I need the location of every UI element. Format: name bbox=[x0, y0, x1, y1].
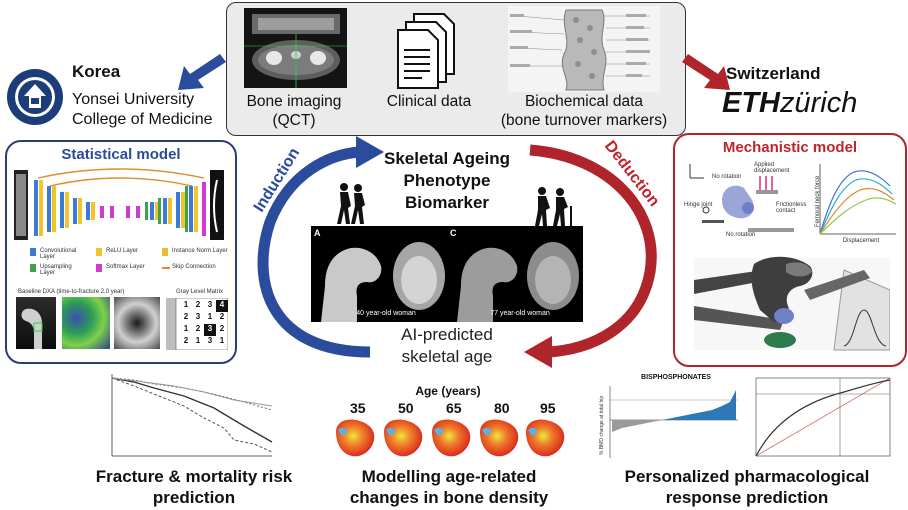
korea-label: Korea bbox=[72, 62, 121, 81]
yonsei-seal-logo bbox=[6, 68, 64, 126]
age-femur-heatmaps: 35 50 65 80 95 bbox=[332, 400, 568, 462]
mechanistic-model-title: Mechanistic model bbox=[722, 139, 858, 156]
bone-imaging-label: Bone imaging (QCT) bbox=[246, 93, 342, 129]
clinical-data-label: Clinical data bbox=[386, 93, 472, 110]
bisphosphonates-chart: BISPHOSPHONATES % BMD change at total hi… bbox=[592, 372, 740, 462]
dose-response-plot bbox=[744, 372, 894, 462]
yonsei-institution: Yonsei University College of Medicine bbox=[72, 91, 213, 128]
walking-couple-icon bbox=[330, 182, 372, 226]
red-down-right-arrow bbox=[682, 50, 736, 94]
clinical-documents-icon bbox=[392, 10, 468, 90]
pharmacological-response-caption: Personalized pharmacological response pr… bbox=[624, 467, 870, 507]
ai-predicted-age-label: AI-predicted skeletal age bbox=[401, 325, 493, 366]
age-title: Age (years) bbox=[415, 384, 481, 398]
fall-test-rig-illustration bbox=[694, 250, 891, 356]
boundary-conditions-diagram: Applied displacement No rotation Hinge j… bbox=[684, 162, 807, 238]
force-displacement-chart: Displacement Femoral neck force bbox=[810, 160, 898, 246]
biochemical-data-label: Biochemical data (bone turnover markers) bbox=[500, 93, 668, 129]
unet-legend: Convolutional Layer ReLU Layer Instance … bbox=[30, 248, 230, 284]
induction-deduction-cycle bbox=[230, 132, 682, 372]
bone-remodeling-diagram bbox=[508, 6, 660, 92]
unet-architecture-diagram bbox=[14, 166, 226, 244]
texture-heatmap-green bbox=[62, 297, 110, 349]
dxa-hip-image bbox=[16, 297, 56, 349]
fracture-mortality-caption: Fracture & mortality risk prediction bbox=[95, 467, 293, 507]
switzerland-label: Switzerland bbox=[726, 64, 821, 83]
bone-density-caption: Modelling age-related changes in bone de… bbox=[349, 467, 549, 507]
blue-down-left-arrow bbox=[172, 50, 226, 94]
texture-heatmap-grey bbox=[114, 297, 160, 349]
elderly-couple-icon bbox=[530, 186, 576, 228]
eth-zurich-logo: ETHzürich bbox=[722, 87, 858, 119]
qct-scan-image bbox=[244, 8, 347, 88]
survival-curves-plot bbox=[104, 370, 274, 462]
femur-scan-comparison: A C 40 year-old woman 77 year-old woman bbox=[311, 226, 583, 322]
glm-caption: Gray Level Matrix bbox=[176, 289, 224, 295]
skeletal-ageing-biomarker-title: Skeletal Ageing Phenotype Biomarker bbox=[384, 149, 510, 212]
dxa-caption: Baseline DXA (time-to-fracture 2.0 year) bbox=[18, 289, 125, 295]
statistical-model-title: Statistical model bbox=[61, 146, 181, 163]
